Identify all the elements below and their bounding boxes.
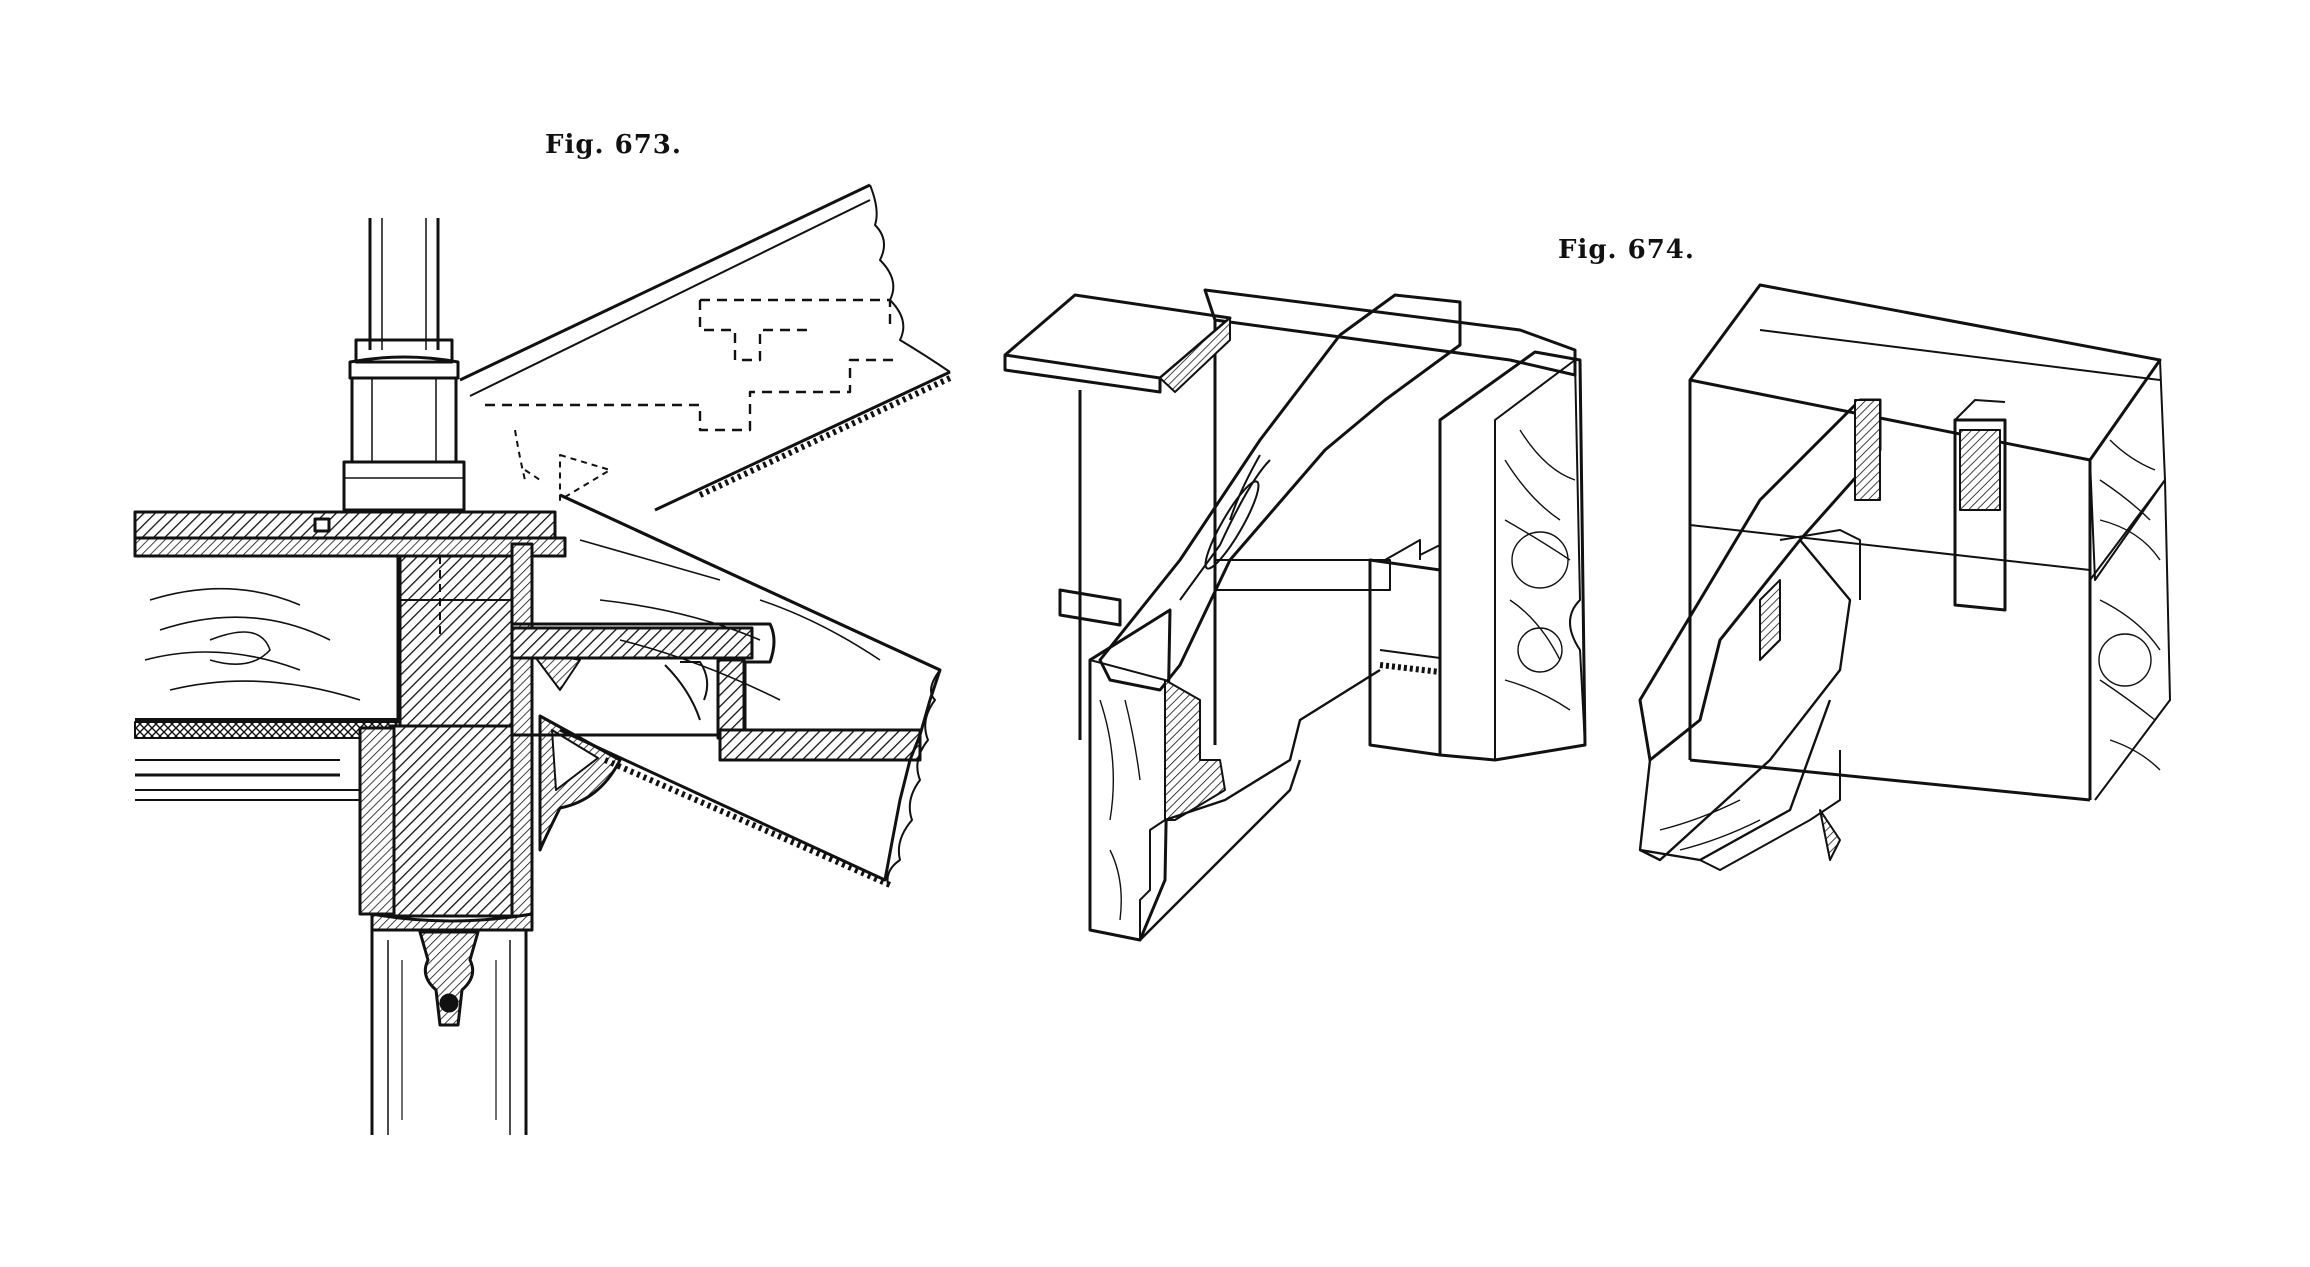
figure-673-drawing: [133, 183, 952, 1135]
lower-column: [370, 930, 528, 1135]
rafter: [559, 493, 942, 888]
joint-right-view: [1638, 283, 2171, 871]
upper-column: [342, 218, 466, 512]
floor-plate-section: [133, 510, 567, 558]
figure-674-drawing: [1003, 283, 2171, 942]
figure-673-caption: Fig. 673.: [545, 130, 682, 160]
figure-674-caption: Fig. 674.: [1558, 235, 1695, 265]
main-beam: [134, 554, 401, 801]
upper-roof-slope: [459, 183, 952, 512]
post-head-section: [358, 542, 534, 932]
joint-left-view: [1003, 288, 1587, 942]
